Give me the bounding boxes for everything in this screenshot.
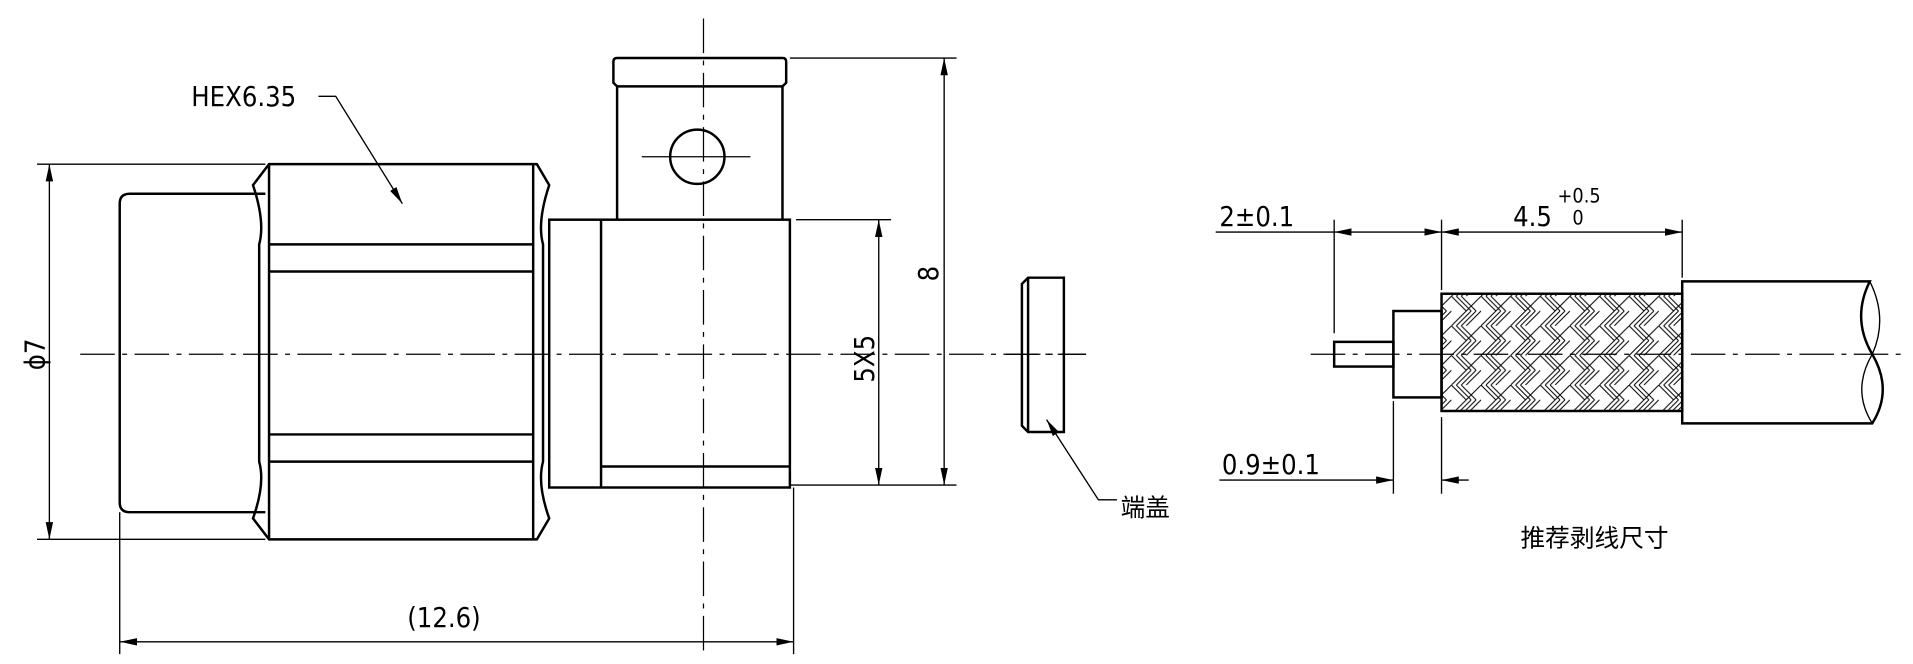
cable-strip-view: 2±0.1 4.5 +0.5 0 0.9±0.1 推荐剥线尺寸	[1215, 184, 1901, 553]
end-cap-label: 端盖	[1121, 493, 1170, 522]
pin-length-label: 2±0.1	[1219, 202, 1294, 233]
hex-label: HEX6.35	[191, 82, 296, 113]
front-cap	[118, 192, 266, 514]
diameter-label: ϕ7	[20, 339, 51, 371]
cable-jacket	[1680, 280, 1884, 425]
hex-nut	[251, 162, 551, 541]
braid-length-label: 4.5	[1513, 202, 1552, 233]
top-post	[612, 56, 788, 220]
braid-shield	[1440, 292, 1684, 413]
end-cap: 端盖	[1005, 276, 1170, 522]
braid-tolerance-lower: 0	[1572, 207, 1583, 230]
body-size-label: 5X5	[850, 335, 881, 383]
braid-tolerance-upper: +0.5	[1558, 184, 1601, 207]
strip-title: 推荐剥线尺寸	[1521, 524, 1669, 553]
connector-side-view: ϕ7 8 5X5 (12.6) HEX6.35	[20, 18, 1087, 655]
height-label: 8	[914, 266, 945, 282]
dielectric-length-label: 0.9±0.1	[1222, 450, 1320, 481]
length-label: (12.6)	[407, 603, 480, 634]
connector-body	[547, 218, 792, 489]
